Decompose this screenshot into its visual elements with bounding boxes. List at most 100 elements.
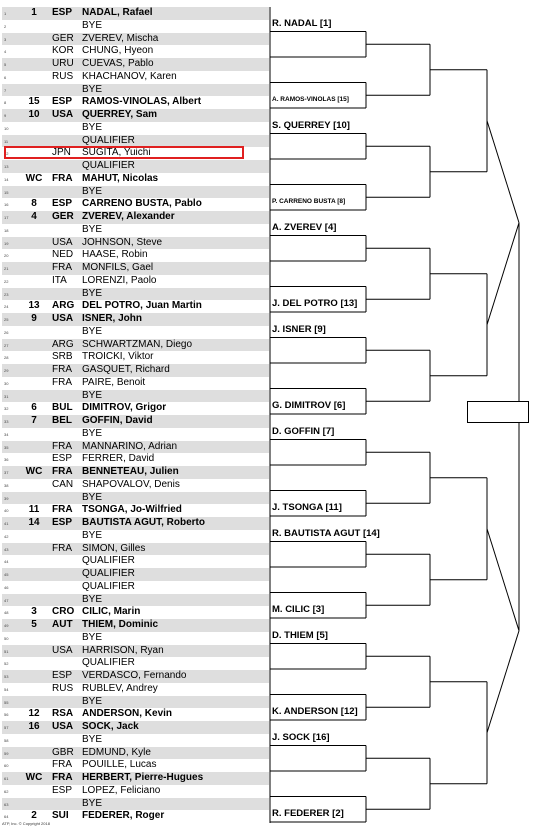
entry-num: 51 <box>4 648 9 654</box>
entry-name: MONFILS, Gael <box>82 262 154 273</box>
entry-name: SCHWARTZMAN, Diego <box>82 338 193 350</box>
round2-winner: J. DEL POTRO [13] <box>272 298 358 310</box>
entry-seed: 11 <box>28 504 40 516</box>
entry-num: 52 <box>4 661 9 667</box>
round2-winner: J. ISNER [9] <box>272 323 326 335</box>
entry-num: 8 <box>4 100 7 106</box>
entry-name: RUBLEV, Andrey <box>82 682 158 694</box>
entry-country: ESP <box>52 517 73 528</box>
entry-seed: WC <box>25 172 43 184</box>
entry-num: 31 <box>4 393 9 399</box>
entry-num: 12 <box>4 151 9 157</box>
round2-winner: R. NADAL [1] <box>272 17 332 29</box>
entry-name: CILIC, Marin <box>82 606 141 618</box>
entry-num: 13 <box>4 164 9 169</box>
round2-winner: R. FEDERER [2] <box>272 808 344 820</box>
bracket-line <box>486 630 520 733</box>
entry-name: BYE <box>82 325 103 337</box>
entry-seed: 5 <box>31 619 37 630</box>
entry-num: 41 <box>4 521 9 526</box>
entry-name: FEDERER, Roger <box>82 810 165 822</box>
entry-seed: 15 <box>28 96 40 108</box>
entry-name: BYE <box>82 185 103 197</box>
entry-name: BYE <box>82 733 103 745</box>
entry-seed: 8 <box>31 198 37 210</box>
entry-country: RUS <box>52 682 74 694</box>
entry-num: 33 <box>4 419 9 424</box>
draw-entry-31: 31 BYE <box>2 389 269 402</box>
round2-winner: G. DIMITROV [6] <box>272 400 346 412</box>
entry-name: BYE <box>82 223 103 235</box>
entry-country: FRA <box>52 542 72 554</box>
entry-seed: WC <box>25 772 43 783</box>
entry-country: FRA <box>52 172 73 184</box>
entry-name: LORENZI, Paolo <box>82 274 157 286</box>
entry-num: 42 <box>4 533 9 539</box>
entry-name: VERDASCO, Fernando <box>82 670 187 681</box>
entry-num: 4 <box>4 49 7 55</box>
entry-num: 64 <box>4 814 9 820</box>
entry-seed: 7 <box>31 415 37 426</box>
entry-num: 1 <box>4 11 7 16</box>
entry-country: FRA <box>52 466 73 477</box>
draw-entry-55: 55 BYE <box>2 695 269 708</box>
entry-seed: 13 <box>28 300 40 312</box>
entry-num: 44 <box>4 559 9 565</box>
entry-country: FRA <box>52 772 73 783</box>
entry-country: BUL <box>52 402 73 414</box>
entry-country: GER <box>52 32 74 44</box>
entry-num: 16 <box>4 202 9 208</box>
entry-num: 58 <box>4 737 9 743</box>
entry-country: BEL <box>52 415 72 426</box>
entry-num: 45 <box>4 572 9 577</box>
entry-name: BYE <box>82 389 103 401</box>
entry-name: QUERREY, Sam <box>82 109 158 120</box>
entry-name: ZVEREV, Alexander <box>82 211 175 222</box>
entry-country: ESP <box>52 198 73 210</box>
entry-country: URU <box>52 58 74 69</box>
round2-winner: J. TSONGA [11] <box>272 502 342 514</box>
entry-country: USA <box>52 313 74 324</box>
bracket-line <box>486 222 520 325</box>
entry-num: 55 <box>4 699 9 705</box>
entry-num: 28 <box>4 355 9 361</box>
entry-name: CHUNG, Hyeon <box>82 45 154 57</box>
round2-winner: P. CARRENO BUSTA [8] <box>272 198 346 206</box>
entry-name: BYE <box>82 695 103 707</box>
entry-name: QUALIFIER <box>82 134 135 146</box>
entry-num: 20 <box>4 253 9 259</box>
entry-num: 14 <box>4 176 9 182</box>
entry-num: 46 <box>4 584 9 590</box>
entry-num: 19 <box>4 240 9 246</box>
entry-num: 17 <box>4 215 9 220</box>
entry-num: 49 <box>4 623 9 628</box>
entry-country: NED <box>52 249 74 261</box>
entry-country: FRA <box>52 759 72 771</box>
entry-name: JOHNSON, Steve <box>82 236 163 248</box>
entry-num: 32 <box>4 406 9 412</box>
entry-num: 2 <box>4 23 7 29</box>
entry-name: KHACHANOV, Karen <box>82 70 177 82</box>
entry-country: FRA <box>52 262 72 273</box>
entry-name: CARRENO BUSTA, Pablo <box>82 198 202 210</box>
